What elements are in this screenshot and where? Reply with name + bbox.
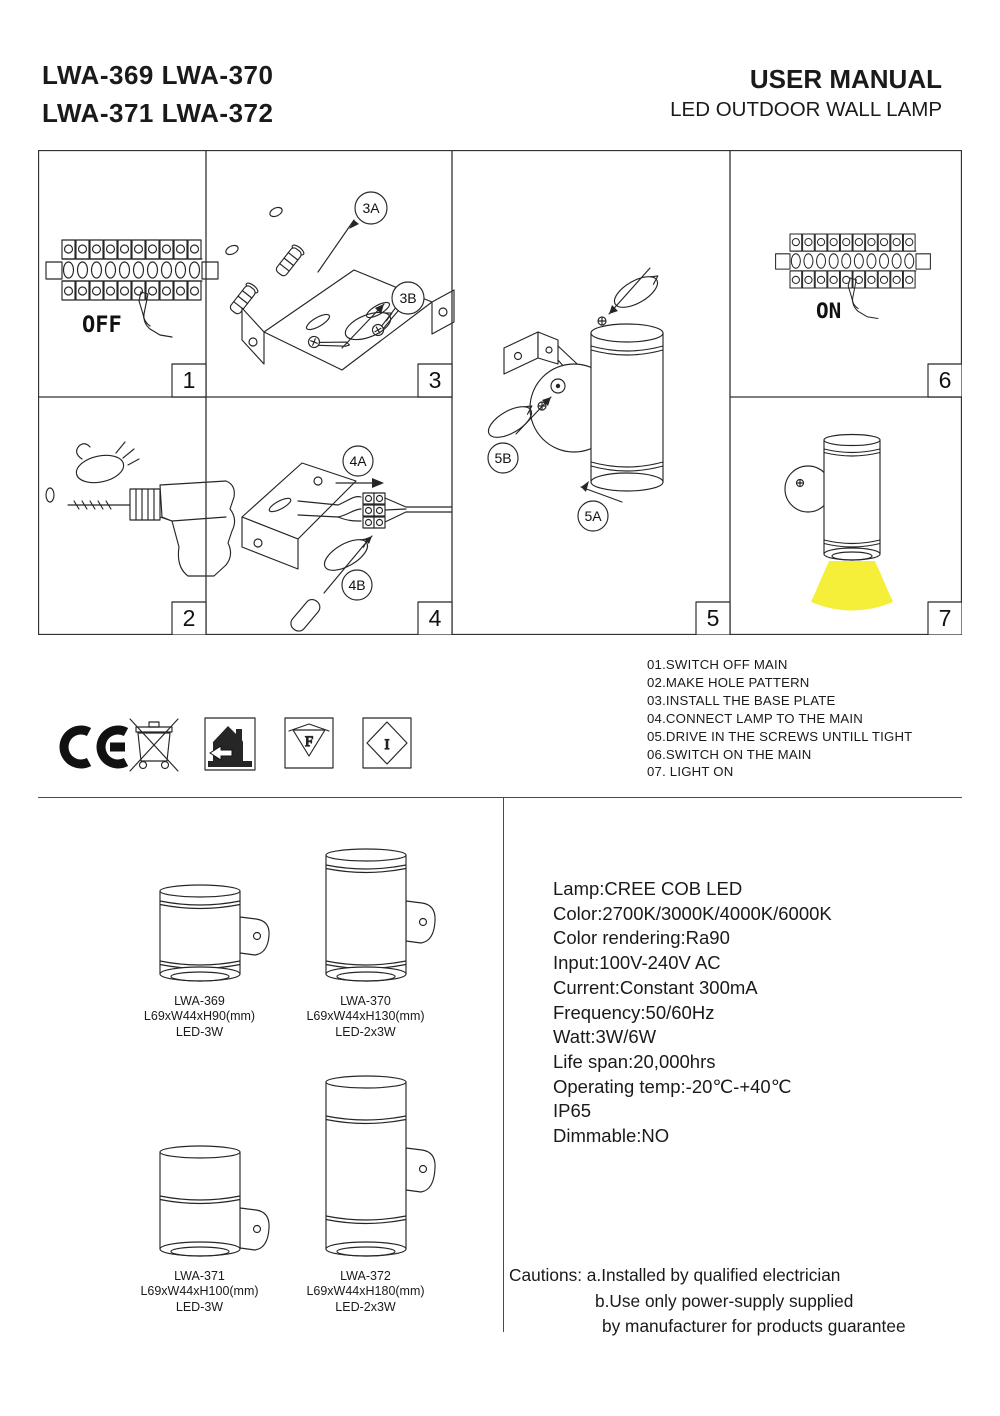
label-4a: 4A [349,453,367,469]
spec-line: IP65 [553,1100,592,1122]
f-mark-icon: F [284,717,334,769]
step-item: 06.SWITCH ON THE MAIN [647,746,812,762]
light-beam [811,561,893,611]
page-subtitle: LED OUTDOOR WALL LAMP [670,98,942,121]
lamp-drawing-lwa-369 [158,883,270,982]
house-arrow-icon [204,717,256,771]
panel-number-5: 5 [695,601,731,636]
model-numbers-line1: LWA-369 LWA-370 [42,60,274,90]
svg-text:I: I [385,737,390,753]
spec-line: Color:2700K/3000K/4000K/6000K [553,902,832,924]
on-label: ON [816,299,841,323]
variant-model: LWA-371 [174,1268,225,1283]
variant-caption: LWA-369 L69xW44xH90(mm) LED-3W [144,994,255,1041]
variant-wattage: LED-3W [175,1299,224,1314]
title-block: USER MANUAL LED OUTDOOR WALL LAMP [670,64,942,126]
variant-lwa-371: LWA-371 L69xW44xH100(mm) LED-3W [112,1072,287,1315]
caution-line-b2: by manufacturer for products guarantee [602,1316,906,1337]
label-3b: 3B [399,290,416,306]
svg-text:2: 2 [183,605,196,631]
variant-caption: LWA-370 L69xW44xH130(mm) LED-2x3W [306,994,424,1041]
spec-line: Lamp:CREE COB LED [553,878,743,899]
weee-bin-icon [129,718,179,772]
horizontal-divider [38,797,962,798]
variant-wattage: LED-2x3W [335,1299,396,1314]
svg-text:4: 4 [429,605,442,631]
lamp-drawing-lwa-372 [324,1074,436,1257]
step-item: 04.CONNECT LAMP TO THE MAIN [647,710,863,726]
variant-wattage: LED-3W [175,1024,224,1039]
panel-number-4: 4 [417,601,453,636]
off-label: OFF [82,313,122,338]
label-5a: 5A [584,508,602,524]
label-3a: 3A [362,200,380,216]
label-5b: 5B [494,450,511,466]
variant-model: LWA-372 [340,1268,391,1283]
page-title: USER MANUAL [749,64,942,94]
variant-lwa-370: LWA-370 L69xW44xH130(mm) LED-2x3W [278,840,453,1040]
installation-diagram: OFF 3A [37,149,963,640]
variant-model: LWA-369 [174,993,225,1008]
caution-line-b: b.Use only power-supply supplied [595,1290,854,1311]
lamp-drawing-lwa-371 [158,1144,270,1257]
step-item: 07. LIGHT ON [647,764,734,780]
svg-text:5: 5 [707,605,720,631]
variant-dimensions: L69xW44xH90(mm) [143,1009,256,1023]
installation-diagram-svg: OFF 3A [37,149,963,636]
variant-dimensions: L69xW44xH130(mm) [306,1009,425,1023]
vertical-divider [503,798,504,1332]
model-numbers-line2: LWA-371 LWA-372 [42,98,274,128]
svg-text:1: 1 [183,367,196,393]
variant-model: LWA-370 [340,993,391,1008]
spec-line: Color rendering:Ra90 [553,927,730,949]
svg-text:F: F [305,734,313,750]
panel-number-2: 2 [171,601,207,636]
caution-line-a: Cautions: a.Installed by qualified elect… [509,1265,841,1285]
panel-3-install-base-plate: 3A 3B [225,191,455,371]
variant-caption: LWA-371 L69xW44xH100(mm) LED-3W [140,1269,258,1316]
spec-line: Life span:20,000hrs [553,1050,716,1072]
panel-number-7: 7 [927,601,963,636]
step-item: 05.DRIVE IN THE SCREWS UNTILL TIGHT [647,728,913,744]
cautions: Cautions: a.Installed by qualified elect… [509,1263,906,1340]
panel-6-switch-on-main: ON [775,233,931,323]
panel-number-1: 1 [171,363,207,398]
panel-4-connect-lamp: 4A 4B [241,445,453,632]
specifications: Lamp:CREE COB LED Color:2700K/3000K/4000… [553,877,832,1149]
i-diamond-icon: I [362,717,412,769]
panel-5-drive-screws: 5B 5A [483,267,666,532]
variant-wattage: LED-2x3W [335,1024,396,1039]
spec-line: Watt:3W/6W [553,1026,657,1048]
panel-1-switch-off-main: OFF [45,239,219,338]
panel-7-light-on [784,433,893,611]
spec-line: Input:100V-240V AC [553,952,721,974]
lamp-drawing-lwa-370 [324,847,436,982]
spec-line: Frequency:50/60Hz [553,1001,715,1023]
variant-lwa-369: LWA-369 L69xW44xH90(mm) LED-3W [112,840,287,1040]
spec-line: Dimmable:NO [553,1125,670,1147]
svg-text:7: 7 [939,605,952,631]
step-item: 01.SWITCH OFF MAIN [647,657,788,672]
variant-lwa-372: LWA-372 L69xW44xH180(mm) LED-2x3W [278,1072,453,1315]
label-4b: 4B [348,577,365,593]
spec-line: Current:Constant 300mA [553,976,758,998]
ce-mark-icon [59,725,129,769]
step-item: 02.MAKE HOLE PATTERN [647,674,810,690]
svg-text:3: 3 [429,367,442,393]
variant-dimensions: L69xW44xH100(mm) [140,1284,259,1298]
variant-caption: LWA-372 L69xW44xH180(mm) LED-2x3W [306,1269,424,1316]
panel-2-make-hole [45,441,236,577]
variant-dimensions: L69xW44xH180(mm) [306,1284,425,1298]
spec-line: Operating temp:-20℃-+40℃ [553,1075,792,1097]
panel-number-6: 6 [927,363,963,398]
svg-text:6: 6 [939,367,952,393]
model-numbers: LWA-369 LWA-370 LWA-371 LWA-372 [42,56,273,132]
certification-icons: F I [50,703,430,788]
installation-step-list: 01.SWITCH OFF MAIN 02.MAKE HOLE PATTERN … [647,656,912,781]
step-item: 03.INSTALL THE BASE PLATE [647,692,836,708]
panel-number-3: 3 [417,363,453,398]
